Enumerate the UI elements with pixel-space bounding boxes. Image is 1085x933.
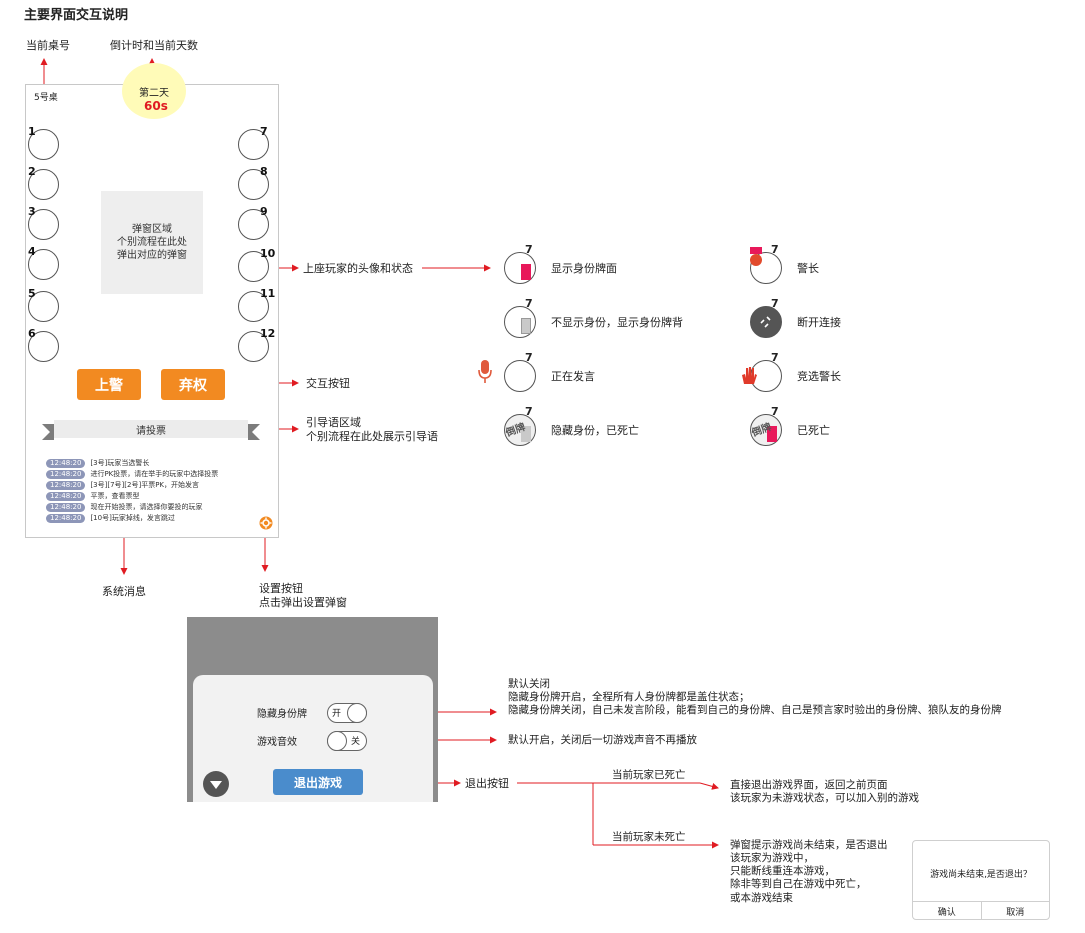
legend-label: 正在发言	[551, 370, 595, 383]
microphone-icon	[478, 360, 492, 383]
guide-ribbon: 请投票	[54, 420, 248, 438]
callout-action-buttons: 交互按钮	[306, 377, 350, 390]
seat-number: 7	[260, 125, 268, 138]
dead-branch-label: 当前玩家已死亡	[612, 769, 686, 781]
arrow-dead-result	[699, 782, 719, 790]
seat-number: 6	[28, 327, 36, 340]
legend-label: 不显示身份，显示身份牌背	[551, 316, 683, 329]
system-message: 12:48:20[10号]玩家掉线，发言跳过	[46, 513, 175, 523]
table-number: 5号桌	[34, 93, 58, 103]
day-label: 第二天	[139, 88, 169, 99]
sound-label: 游戏音效	[257, 737, 297, 748]
hide-card-note: 默认关闭 隐藏身份牌开启，全程所有人身份牌都是盖住状态； 隐藏身份牌关闭，自己未…	[508, 678, 1002, 717]
card-back-icon	[521, 426, 531, 442]
legend-seat-number: 7	[525, 297, 533, 310]
legend-label: 已死亡	[797, 424, 830, 437]
dead-branch-result: 直接退出游戏界面，返回之前页面 该玩家为未游戏状态，可以加入别的游戏	[730, 779, 919, 805]
dialog-message: 游戏尚未结束,是否退出？	[930, 870, 1032, 880]
legend-label: 竞选警长	[797, 370, 841, 383]
alive-branch-label: 当前玩家未死亡	[612, 831, 686, 843]
broken-link-icon	[760, 316, 771, 328]
settings-sheet: 隐藏身份牌 开 游戏音效 关 退出游戏	[193, 675, 433, 802]
collapse-button[interactable]	[203, 771, 229, 797]
callout-guide-area: 引导语区域 个别流程在此处展示引导语	[306, 416, 438, 443]
popup-area: 弹窗区域 个别流程在此处 弹出对应的弹窗	[101, 191, 203, 294]
settings-gear-icon[interactable]	[259, 516, 273, 530]
legend-seat-number: 7	[525, 243, 533, 256]
legend-label: 断开连接	[797, 316, 841, 329]
callout-settings-btn: 设置按钮 点击弹出设置弹窗	[259, 582, 347, 609]
toggle-knob	[347, 703, 367, 723]
seat-number: 3	[28, 205, 36, 218]
game-screen-mockup: 5号桌 第二天 60s 1 2 3 4 5 6 7 8 9 10 11 12 弹…	[25, 63, 279, 538]
dialog-buttons: 确认 取消	[913, 901, 1049, 920]
callout-seat-status: 上座玩家的头像和状态	[303, 262, 413, 275]
seat-number: 4	[28, 245, 36, 258]
callout-system-msg: 系统消息	[102, 585, 146, 598]
legend-seat-number: 7	[771, 297, 779, 310]
toggle-state: 关	[351, 737, 361, 747]
police-button[interactable]: 上警	[77, 369, 141, 400]
legend-seat-number: 7	[525, 405, 533, 418]
card-face-icon	[767, 426, 777, 442]
seat-number: 8	[260, 165, 268, 178]
seat-number: 10	[260, 247, 276, 260]
settings-panel-mockup: 隐藏身份牌 开 游戏音效 关 退出游戏	[187, 617, 438, 802]
toggle-state: 开	[332, 709, 342, 719]
system-message: 12:48:20[3号]玩家当选警长	[46, 458, 149, 468]
seat-number: 12	[260, 327, 276, 340]
toggle-knob	[327, 731, 347, 751]
legend-label: 警长	[797, 262, 819, 275]
seat-number: 1	[28, 125, 36, 138]
legend-label: 显示身份牌面	[551, 262, 617, 275]
sheriff-badge-icon	[750, 247, 762, 266]
chevron-down-icon	[210, 781, 222, 789]
cancel-button[interactable]: 取消	[1006, 907, 1025, 918]
exit-game-button[interactable]: 退出游戏	[273, 769, 363, 795]
abstain-button[interactable]: 弃权	[161, 369, 225, 400]
system-message: 12:48:20[3号][7号][2号]平票PK，开始发言	[46, 480, 199, 490]
legend-seat-number: 7	[771, 351, 779, 364]
sound-note: 默认开启，关闭后一切游戏声音不再播放	[508, 734, 697, 746]
confirm-exit-dialog: 游戏尚未结束,是否退出？ 确认 取消	[912, 840, 1050, 920]
raised-hand-icon	[742, 367, 757, 384]
hide-card-toggle[interactable]: 开	[327, 703, 367, 723]
sound-toggle[interactable]: 关	[327, 731, 367, 751]
callout-table-number: 当前桌号	[26, 39, 70, 52]
countdown-bubble	[122, 63, 186, 119]
confirm-button[interactable]: 确认	[913, 902, 982, 920]
ribbon-tail-left	[42, 424, 54, 440]
legend-seat-number: 7	[771, 405, 779, 418]
legend-seat-number: 7	[525, 351, 533, 364]
seat-number: 5	[28, 287, 36, 300]
card-back-icon	[521, 318, 531, 334]
seat-number: 9	[260, 205, 268, 218]
alive-branch-result: 弹窗提示游戏尚未结束，是否退出 该玩家为游戏中， 只能断线重连本游戏， 除非等到…	[730, 839, 888, 904]
ribbon-tail-right	[248, 424, 260, 440]
callout-countdown: 倒计时和当前天数	[110, 39, 198, 52]
card-face-icon	[521, 264, 531, 280]
timer-label: 60s	[144, 99, 168, 113]
legend-seat-number: 7	[771, 243, 779, 256]
seat-number: 2	[28, 165, 36, 178]
seat-number: 11	[260, 287, 276, 300]
legend-label: 隐藏身份，已死亡	[551, 424, 639, 437]
hide-card-label: 隐藏身份牌	[257, 709, 307, 720]
callout-exit-btn: 退出按钮	[465, 777, 509, 790]
page-title: 主要界面交互说明	[24, 8, 129, 23]
